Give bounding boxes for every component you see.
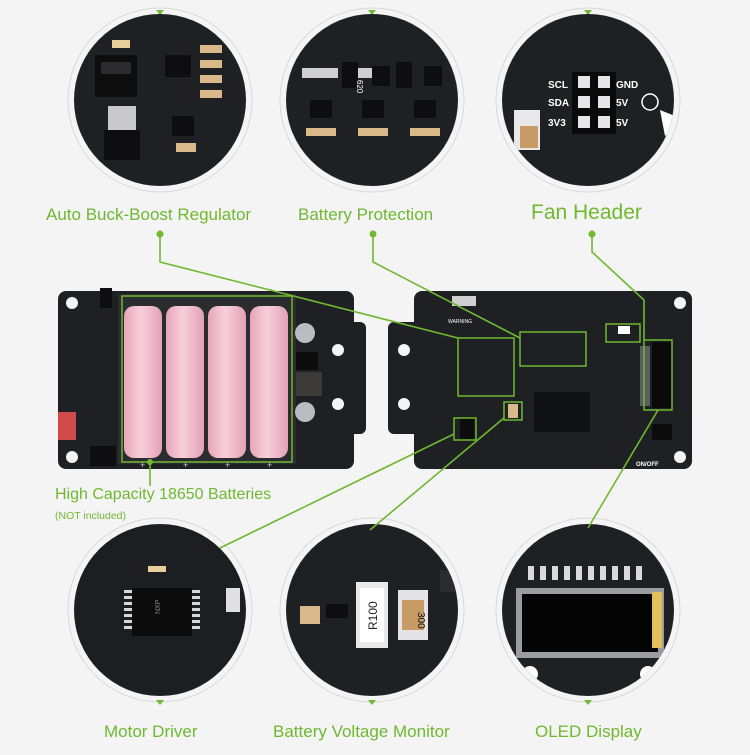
pin-gnd: GND bbox=[616, 80, 638, 91]
control-board: WARNING ON/OFF bbox=[388, 291, 692, 469]
buck-boost-closeup bbox=[74, 14, 246, 186]
onoff-text: ON/OFF bbox=[636, 462, 659, 468]
pin-5v-1: 5V bbox=[616, 98, 629, 109]
batteries-label: High Capacity 18650 Batteries bbox=[55, 486, 272, 503]
battery-protection-label: Battery Protection bbox=[298, 205, 434, 224]
chip-620-label: 620 bbox=[355, 80, 364, 94]
warning-text: WARNING bbox=[448, 319, 472, 325]
buck-boost-label: Auto Buck-Boost Regulator bbox=[46, 205, 252, 224]
leader-lines bbox=[149, 234, 659, 549]
highlight-boxes bbox=[121, 295, 673, 463]
fan-header-closeup bbox=[502, 14, 674, 186]
battery-cell-2 bbox=[166, 306, 204, 458]
pin-scl: SCL bbox=[548, 80, 568, 91]
battery-mark-4: + bbox=[267, 460, 272, 470]
battery-cell-1 bbox=[124, 306, 162, 458]
voltage-monitor-closeup bbox=[286, 524, 458, 696]
battery-board: + + + + bbox=[58, 288, 366, 470]
batteries-note: (NOT included) bbox=[55, 510, 126, 522]
oled-display-label: OLED Display bbox=[535, 722, 642, 741]
fan-pin-labels: SCL SDA 3V3 GND 5V 5V bbox=[548, 80, 638, 129]
motor-driver-closeup: NXP bbox=[74, 524, 246, 696]
motor-driver-label: Motor Driver bbox=[104, 722, 198, 741]
pin-sda: SDA bbox=[548, 98, 569, 109]
battery-mark-3: + bbox=[225, 460, 230, 470]
pin-5v-2: 5V bbox=[616, 118, 629, 129]
voltage-monitor-label: Battery Voltage Monitor bbox=[273, 722, 450, 741]
battery-cell-4 bbox=[250, 306, 288, 458]
battery-cell-3 bbox=[208, 306, 246, 458]
pin-3v3: 3V3 bbox=[548, 118, 566, 129]
oled-closeup bbox=[502, 524, 674, 696]
r300-marking: 300 bbox=[415, 612, 426, 629]
battery-protection-closeup: 620 bbox=[286, 14, 458, 186]
r100-marking: R100 bbox=[366, 601, 380, 630]
battery-mark-2: + bbox=[183, 460, 188, 470]
fan-header-label: Fan Header bbox=[531, 201, 642, 224]
chip-marking: NXP bbox=[155, 599, 162, 614]
battery-mark-1: + bbox=[140, 460, 145, 470]
